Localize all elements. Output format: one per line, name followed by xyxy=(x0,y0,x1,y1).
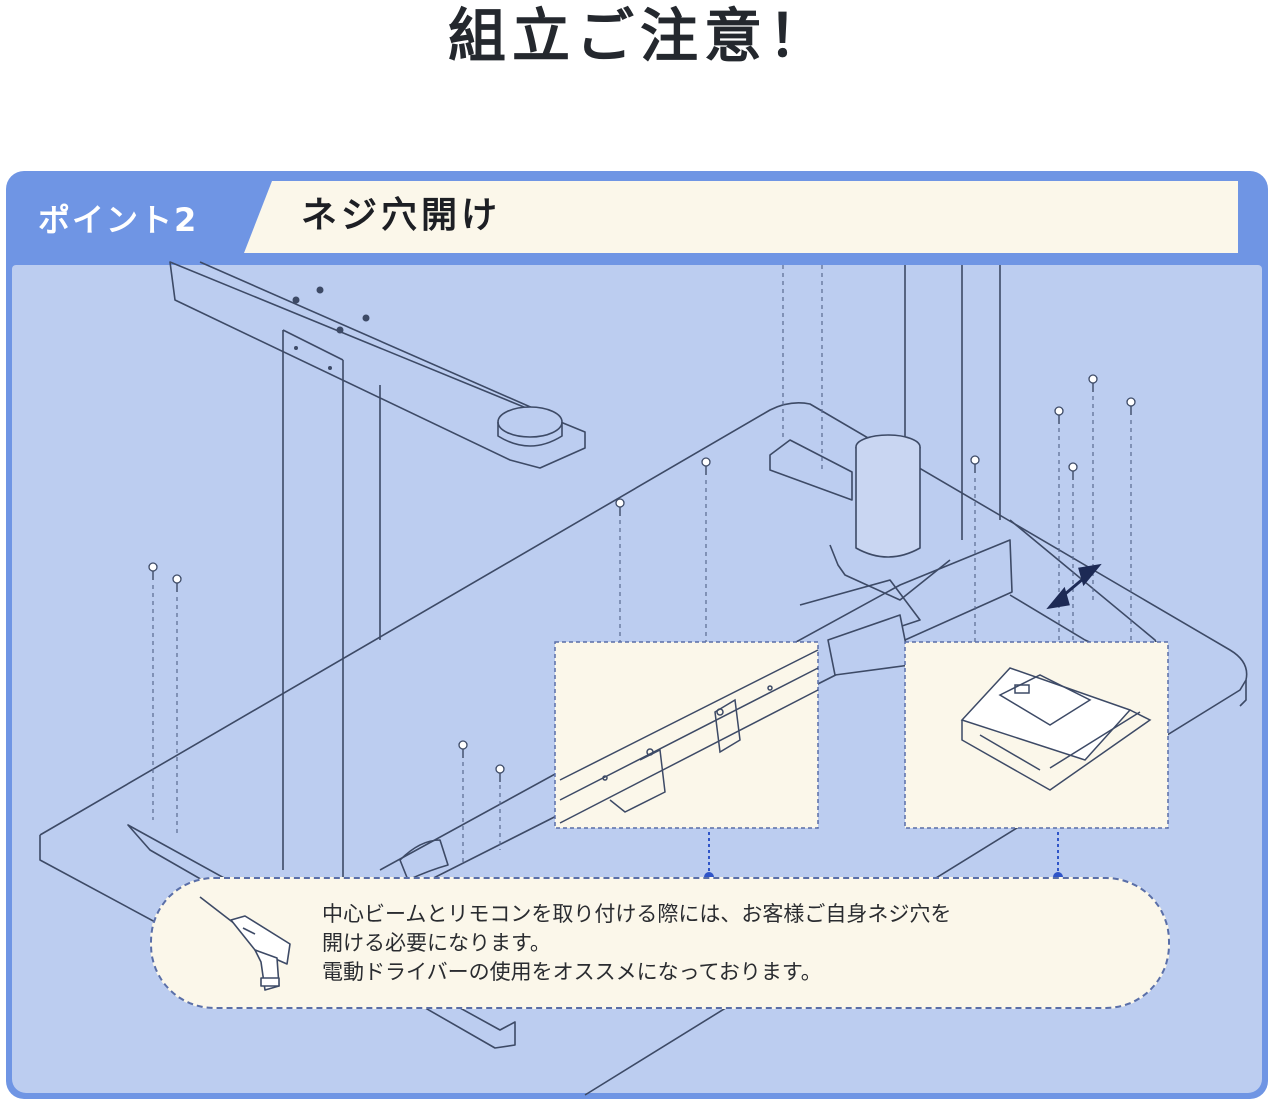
instruction-note xyxy=(150,877,1170,1009)
panel-header: ポイント2 ネジ穴開け xyxy=(6,171,1268,265)
panel-heading: ネジ穴開け xyxy=(301,195,502,236)
right-bracket xyxy=(769,439,853,501)
point-label: ポイント2 xyxy=(38,201,199,239)
screws xyxy=(152,382,1132,782)
foot-cap xyxy=(497,406,563,438)
connector-markers xyxy=(704,832,1063,882)
power-drill-icon xyxy=(199,896,291,991)
left-top-beam xyxy=(169,261,586,469)
instruction-line-3: 電動ドライバーの使用をオススメになっております。 xyxy=(322,960,822,984)
instruction-line-1: 中心ビームとリモコンを取り付ける際には、お客様ご自身ネジ穴を xyxy=(322,902,952,926)
crossbar xyxy=(379,539,1013,901)
left-foot xyxy=(127,824,516,1049)
heading-tab xyxy=(244,181,1238,253)
motor-housing xyxy=(827,614,911,676)
desk-top-outline xyxy=(39,402,1248,1096)
zoom-inset-left xyxy=(554,641,819,829)
page-title: 組立ご注意！ xyxy=(447,2,832,70)
instruction-line-2: 開ける必要になります。 xyxy=(322,931,551,955)
left-leg xyxy=(282,329,381,880)
zoom-inset-right xyxy=(904,641,1169,829)
instruction-text: 中心ビームとリモコンを取り付ける際には、お客様ご自身ネジ穴を 開ける必要になりま… xyxy=(322,900,1142,987)
